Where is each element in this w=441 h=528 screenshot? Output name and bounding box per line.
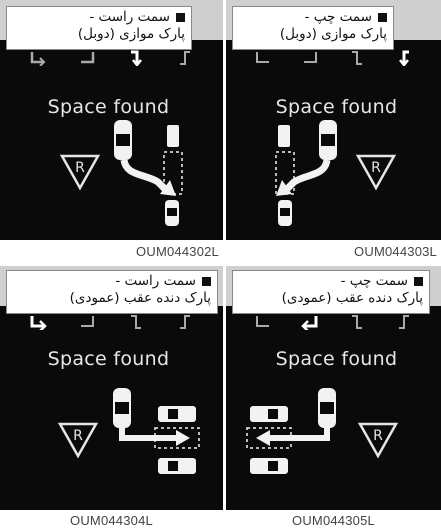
guide-arrow [268, 428, 330, 441]
bullet-square-icon [176, 12, 185, 22]
mode-icon-left-reverse-selected [30, 316, 48, 330]
mode-icon-right-reverse [81, 316, 95, 327]
caption-label: سمت راست - پارک دنده عقب (عمودی) [6, 270, 218, 314]
mode-icon-right-reverse [304, 52, 318, 63]
mode-icon-right-reverse [81, 52, 95, 64]
guide-arrow [120, 159, 171, 195]
mode-icon-right-reverse-selected [301, 316, 318, 330]
mode-icon-left-reverse [256, 316, 270, 327]
mode-icons-row [0, 314, 223, 334]
figure-code: OUM044305L [292, 513, 375, 528]
figure-code: OUM044304L [70, 513, 153, 528]
guide-arrow [119, 428, 178, 441]
caption-line-1: سمت چپ - [304, 9, 372, 25]
reverse-gear-icon [57, 422, 99, 459]
space-found-text: Space found [47, 348, 170, 370]
panel-reverse-left: Space found R OUM044305L سمت چپ - پارک د… [226, 266, 441, 528]
mode-icon-parallel-left [398, 315, 409, 329]
parking-scene: R [59, 120, 183, 226]
caption-line-2: پارک دنده عقب (عمودی) [69, 290, 211, 306]
caption-label: سمت چپ - پارک دنده عقب (عمودی) [232, 270, 430, 314]
mode-icons-row [0, 50, 223, 70]
caption-line-1: سمت راست - [115, 273, 196, 289]
space-found-text: Space found [47, 96, 170, 118]
mode-icon-parallel-right [351, 51, 362, 65]
caption-line-2: پارک موازی (دوبل) [279, 26, 387, 42]
bullet-square-icon [414, 276, 423, 286]
space-found-text: Space found [275, 96, 398, 118]
mode-icon-parallel-left-selected [398, 50, 409, 66]
parked-car-front [167, 125, 179, 147]
parking-scene: R [246, 388, 399, 474]
reverse-gear-letter: R [371, 160, 381, 176]
reverse-gear-icon [355, 154, 397, 191]
bullet-square-icon [202, 276, 211, 286]
reverse-gear-letter: R [73, 428, 83, 444]
mode-icon-left-reverse [31, 52, 46, 66]
panel-parallel-right: Space found R OUM044302L سمت راست - پارک… [0, 0, 223, 262]
mode-icon-parallel-right-selected [130, 50, 142, 66]
reverse-gear-icon [357, 422, 399, 459]
panel-parallel-left: Space found R OUM044303L سمت چپ - پارک م… [226, 0, 441, 262]
caption-line-2: پارک دنده عقب (عمودی) [281, 290, 423, 306]
caption-line-1: سمت راست - [89, 9, 170, 25]
mode-icon-left-reverse [256, 52, 270, 63]
caption-line-2: پارک موازی (دوبل) [77, 26, 185, 42]
mode-icon-parallel-right [130, 315, 141, 329]
caption-label: سمت راست - پارک موازی (دوبل) [6, 6, 192, 50]
caption-label: سمت چپ - پارک موازی (دوبل) [232, 6, 394, 50]
mode-icon-parallel-left [179, 51, 190, 65]
figure-code: OUM044302L [136, 244, 219, 259]
figure-code: OUM044303L [354, 244, 437, 259]
mode-icon-parallel-left [179, 315, 190, 329]
bullet-square-icon [378, 12, 387, 22]
space-found-text: Space found [275, 348, 398, 370]
guide-arrow [281, 159, 331, 195]
target-space-outline [154, 427, 200, 449]
reverse-gear-letter: R [373, 428, 383, 444]
parking-scene: R [275, 120, 397, 226]
reverse-gear-letter: R [75, 160, 85, 176]
mode-icons-row [226, 314, 441, 334]
mode-icon-parallel-right [351, 315, 362, 329]
reverse-gear-icon [59, 154, 101, 191]
caption-line-1: سمت چپ - [340, 273, 408, 289]
parked-car-front [278, 125, 290, 147]
panel-reverse-right: Space found R OUM044304L سمت راست - پارک… [0, 266, 223, 528]
mode-icons-row [226, 50, 441, 70]
parking-scene: R [57, 388, 200, 474]
